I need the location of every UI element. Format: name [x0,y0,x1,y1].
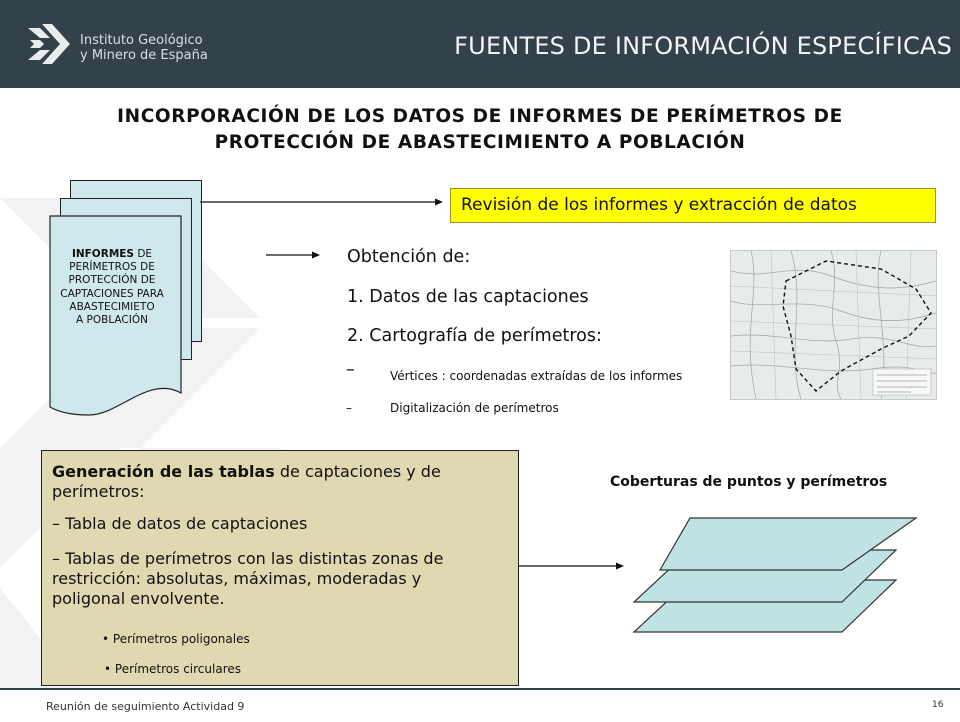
obtencion-heading: Obtención de: [347,247,471,267]
coverage-layers-icon [632,517,918,633]
obtencion-sub-2: Digitalización de perímetros [390,401,559,415]
document-label-line: PROTECCIÓN DE [68,274,156,287]
slide-title: INCORPORACIÓN DE LOS DATOS DE INFORMES D… [40,104,920,156]
document-label-line: A POBLACIÓN [76,314,148,327]
coverage-title: Coberturas de puntos y perímetros [610,474,888,490]
document-label-rest: DE [134,248,153,260]
obtencion-sub-1: Vértices : coordenadas extraídas de los … [390,369,683,383]
document-label-bold: INFORMES [71,248,134,260]
revision-box: Revisión de los informes y extracción de… [450,188,936,223]
generation-heading-rest: de captaciones y de [274,462,441,481]
footer-text: Reunión de seguimiento Actividad 9 [46,700,245,713]
slide-title-line-2: PROTECCIÓN DE ABASTECIMIENTO A POBLACIÓN [214,132,746,153]
page-number: 16 [932,700,944,710]
dash-marker: – [346,360,355,380]
document-label-line: PERÍMETROS DE [69,261,155,274]
dash-marker: – [346,401,352,415]
header-bar [0,0,960,88]
logo-line-2: y Minero de España [80,48,208,63]
logo-line-1: Instituto Geológico [80,33,203,48]
document-front [49,215,182,416]
layer-top [658,517,918,571]
logo-text: Instituto Geológico y Minero de España [80,33,208,63]
generation-item-2: – Tablas de perímetros con las distintas… [52,549,512,609]
bullet-polygonal: • Perímetros poligonales [102,632,250,646]
footer-divider [0,688,960,690]
bullet-circular: • Perímetros circulares [104,662,242,676]
generation-item-2-line-1: – Tablas de perímetros con las distintas… [52,549,444,568]
igme-logo-icon [28,24,70,64]
generation-heading-line-2: perímetros: [52,482,145,501]
document-label: INFORMES DE PERÍMETROS DE PROTECCIÓN DE … [56,248,168,327]
obtencion-item-2: 2. Cartografía de perímetros: [347,326,602,346]
document-label-line: ABASTECIMIETO [69,300,155,313]
generation-item-1: – Tabla de datos de captaciones [52,514,308,533]
generation-heading: Generación de las tablas de captaciones … [52,462,512,502]
generation-item-2-line-2: restricción: absolutas, máximas, moderad… [52,569,422,588]
header-title: FUENTES DE INFORMACIÓN ESPECÍFICAS [454,32,952,60]
generation-heading-bold: Generación de las tablas [52,462,275,481]
generation-box [41,450,519,686]
obtencion-item-1: 1. Datos de las captaciones [347,287,589,307]
perimeter-map-image [730,250,937,400]
generation-item-2-line-3: poligonal envolvente. [52,589,225,608]
slide-title-line-1: INCORPORACIÓN DE LOS DATOS DE INFORMES D… [117,106,843,127]
document-label-line: CAPTACIONES PARA [60,287,164,300]
